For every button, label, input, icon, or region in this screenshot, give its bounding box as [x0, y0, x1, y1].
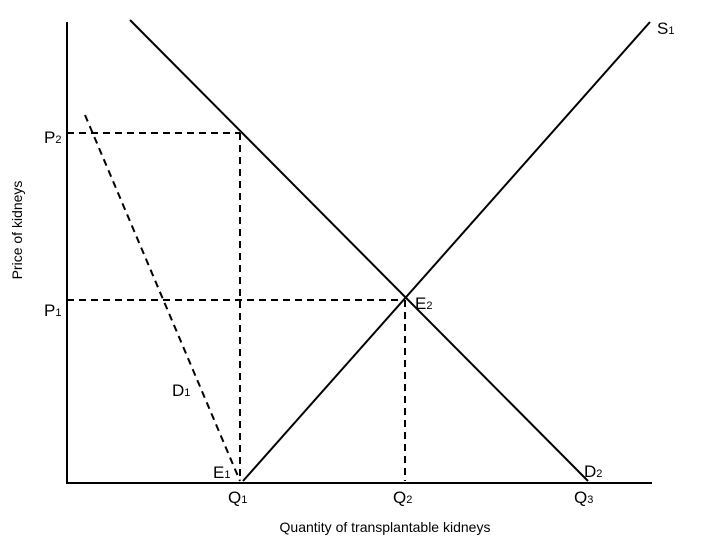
label-e1: E1 — [213, 463, 230, 482]
label-p1: P1 — [44, 301, 61, 320]
demand-curve-d1 — [84, 114, 241, 482]
x-axis-title: Quantity of transplantable kidneys — [280, 519, 491, 535]
demand-curve-d2 — [129, 19, 589, 482]
label-q3: Q3 — [574, 488, 593, 507]
label-q1: Q1 — [228, 488, 247, 507]
y-axis-title: Price of kidneys — [9, 181, 25, 280]
label-p2: P2 — [44, 128, 61, 147]
supply-curve-s1 — [242, 21, 651, 482]
label-s1: S1 — [657, 19, 674, 38]
label-q2: Q2 — [393, 488, 412, 507]
label-e2: E2 — [415, 294, 432, 313]
label-d2: D2 — [584, 462, 602, 481]
label-d1: D1 — [172, 381, 190, 400]
